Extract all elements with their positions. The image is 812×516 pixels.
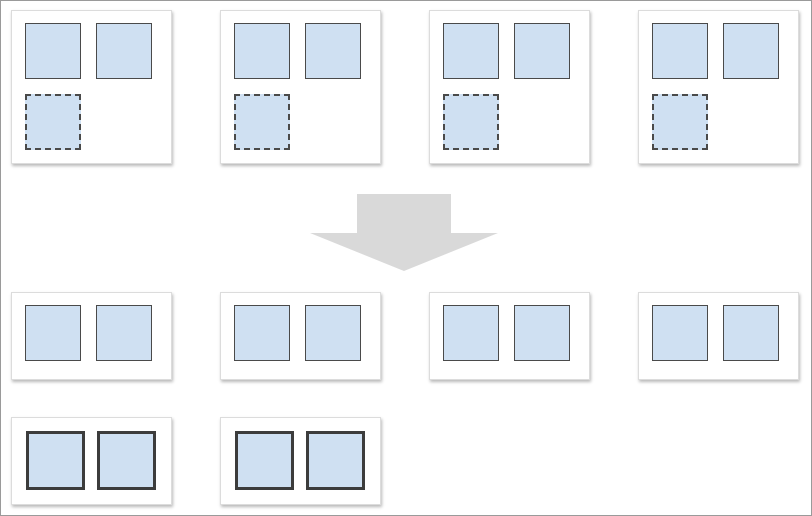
solid-square [652, 305, 708, 361]
bottom-card-2 [220, 417, 381, 505]
dashed-square [25, 94, 81, 150]
bold-square [26, 431, 85, 490]
solid-square [723, 305, 779, 361]
middle-card-1 [11, 292, 172, 380]
solid-square [25, 305, 81, 361]
solid-square [443, 305, 499, 361]
bold-square [235, 431, 294, 490]
middle-card-4 [638, 292, 799, 380]
bottom-card-1 [11, 417, 172, 505]
top-card-4 [638, 10, 799, 164]
dashed-square [652, 94, 708, 150]
middle-card-2 [220, 292, 381, 380]
bold-square [97, 431, 156, 490]
solid-square [652, 23, 708, 79]
solid-square [443, 23, 499, 79]
solid-square [514, 305, 570, 361]
top-card-3 [429, 10, 590, 164]
bold-square [306, 431, 365, 490]
dashed-square [443, 94, 499, 150]
dashed-square [234, 94, 290, 150]
solid-square [305, 305, 361, 361]
solid-square [234, 305, 290, 361]
middle-card-3 [429, 292, 590, 380]
top-card-2 [220, 10, 381, 164]
solid-square [514, 23, 570, 79]
top-card-1 [11, 10, 172, 164]
solid-square [96, 23, 152, 79]
solid-square [234, 23, 290, 79]
solid-square [25, 23, 81, 79]
solid-square [723, 23, 779, 79]
solid-square [96, 305, 152, 361]
solid-square [305, 23, 361, 79]
